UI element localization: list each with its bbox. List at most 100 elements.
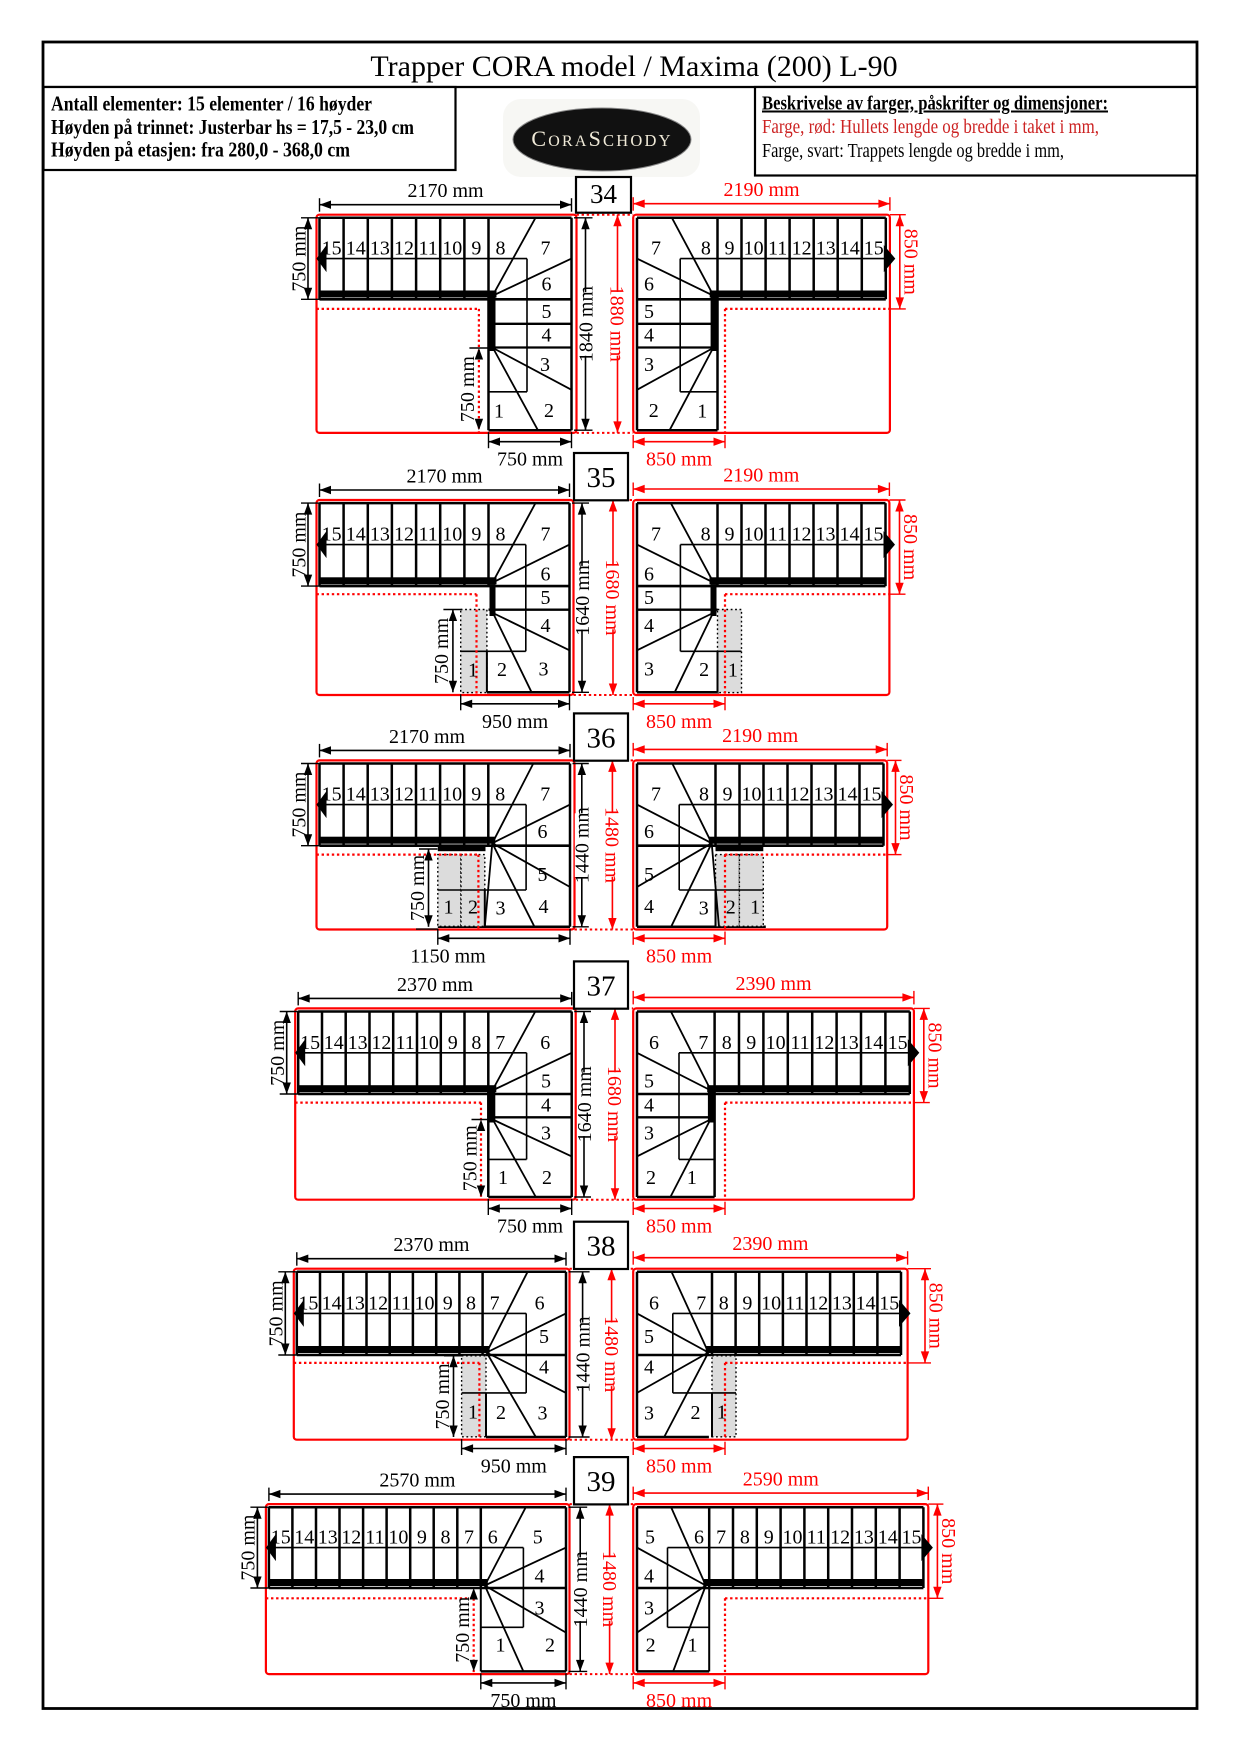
- svg-text:7: 7: [541, 524, 551, 546]
- svg-text:14: 14: [878, 1527, 898, 1549]
- svg-text:8: 8: [466, 1292, 476, 1314]
- svg-text:15: 15: [322, 784, 342, 806]
- svg-text:750 mm: 750 mm: [288, 771, 310, 838]
- svg-text:3: 3: [496, 898, 506, 920]
- svg-text:8: 8: [496, 238, 506, 260]
- svg-text:8: 8: [740, 1527, 750, 1549]
- svg-text:15: 15: [271, 1527, 291, 1549]
- svg-text:750 mm: 750 mm: [459, 1125, 481, 1192]
- svg-text:2: 2: [468, 897, 478, 919]
- svg-text:6: 6: [541, 564, 551, 586]
- svg-text:6: 6: [649, 1032, 659, 1054]
- svg-text:4: 4: [539, 1357, 549, 1379]
- svg-text:12: 12: [371, 1032, 391, 1054]
- svg-text:4: 4: [644, 1566, 654, 1588]
- svg-text:5: 5: [645, 1527, 655, 1549]
- svg-text:850 mm: 850 mm: [895, 774, 917, 841]
- svg-text:3: 3: [539, 659, 549, 681]
- svg-text:13: 13: [318, 1527, 338, 1549]
- svg-text:12: 12: [792, 524, 812, 546]
- svg-text:13: 13: [816, 238, 836, 260]
- svg-text:34: 34: [590, 179, 618, 209]
- svg-text:850 mm: 850 mm: [646, 449, 713, 471]
- svg-text:850 mm: 850 mm: [925, 1283, 947, 1350]
- svg-text:10: 10: [442, 238, 462, 260]
- svg-text:750 mm: 750 mm: [452, 1596, 474, 1663]
- svg-text:3: 3: [699, 898, 709, 920]
- svg-text:11: 11: [768, 524, 787, 546]
- svg-text:15: 15: [862, 784, 882, 806]
- svg-text:3: 3: [644, 1123, 654, 1145]
- svg-text:1480 mm: 1480 mm: [600, 1316, 622, 1393]
- svg-text:6: 6: [694, 1527, 704, 1549]
- svg-text:750 mm: 750 mm: [490, 1690, 557, 1712]
- svg-text:6: 6: [488, 1527, 498, 1549]
- svg-text:2: 2: [646, 1635, 656, 1657]
- svg-text:7: 7: [490, 1292, 500, 1314]
- svg-text:3: 3: [541, 1123, 551, 1145]
- svg-text:5: 5: [644, 1326, 654, 1348]
- svg-text:750 mm: 750 mm: [238, 1514, 260, 1581]
- svg-text:1840 mm: 1840 mm: [575, 286, 597, 363]
- svg-text:1640 mm: 1640 mm: [574, 1066, 596, 1143]
- svg-text:850 mm: 850 mm: [646, 1456, 713, 1478]
- svg-text:2170 mm: 2170 mm: [406, 466, 483, 488]
- svg-text:5: 5: [539, 1326, 549, 1348]
- svg-text:35: 35: [587, 462, 616, 494]
- svg-text:12: 12: [830, 1527, 850, 1549]
- svg-text:11: 11: [785, 1292, 804, 1314]
- svg-text:CORASCHODY: CORASCHODY: [531, 126, 672, 151]
- svg-text:12: 12: [792, 238, 812, 260]
- svg-text:15: 15: [864, 524, 884, 546]
- svg-text:4: 4: [542, 325, 552, 347]
- svg-text:11: 11: [766, 784, 785, 806]
- svg-text:Beskrivelse av farger, påskrif: Beskrivelse av farger, påskrifter og dim…: [762, 93, 1108, 115]
- svg-text:4: 4: [644, 1357, 654, 1379]
- svg-text:1: 1: [688, 1635, 698, 1657]
- svg-text:9: 9: [725, 238, 735, 260]
- svg-text:3: 3: [538, 1403, 548, 1425]
- svg-text:38: 38: [587, 1231, 616, 1263]
- svg-text:12: 12: [394, 238, 414, 260]
- svg-text:750 mm: 750 mm: [497, 1216, 564, 1238]
- svg-text:7: 7: [716, 1527, 726, 1549]
- svg-text:2: 2: [691, 1402, 701, 1424]
- svg-text:1: 1: [444, 897, 454, 919]
- svg-text:13: 13: [345, 1292, 365, 1314]
- svg-text:9: 9: [764, 1527, 774, 1549]
- svg-text:1: 1: [498, 1167, 508, 1189]
- svg-text:8: 8: [441, 1527, 451, 1549]
- svg-text:12: 12: [341, 1527, 361, 1549]
- svg-text:9: 9: [723, 784, 733, 806]
- svg-text:1680 mm: 1680 mm: [601, 559, 623, 636]
- svg-text:14: 14: [840, 238, 860, 260]
- svg-text:13: 13: [832, 1292, 852, 1314]
- svg-text:13: 13: [814, 784, 834, 806]
- svg-text:2190 mm: 2190 mm: [722, 725, 799, 747]
- svg-text:10: 10: [415, 1292, 435, 1314]
- svg-text:Høyden på etasjen: fra 280,0 -: Høyden på etasjen: fra 280,0 - 368,0 cm: [51, 138, 350, 162]
- svg-text:14: 14: [863, 1032, 883, 1054]
- svg-text:13: 13: [348, 1032, 368, 1054]
- svg-text:4: 4: [644, 325, 654, 347]
- svg-text:15: 15: [864, 238, 884, 260]
- svg-text:3: 3: [644, 659, 654, 681]
- svg-text:15: 15: [902, 1527, 922, 1549]
- svg-text:2570 mm: 2570 mm: [379, 1470, 456, 1492]
- svg-text:10: 10: [388, 1527, 408, 1549]
- svg-text:2: 2: [544, 400, 554, 422]
- svg-text:Farge, rød: Hullets lengde og: Farge, rød: Hullets lengde og bredde i t…: [762, 116, 1099, 138]
- svg-text:6: 6: [540, 1032, 550, 1054]
- svg-text:12: 12: [808, 1292, 828, 1314]
- svg-text:6: 6: [644, 274, 654, 296]
- svg-text:5: 5: [644, 587, 654, 609]
- svg-text:1: 1: [717, 1402, 727, 1424]
- svg-text:850 mm: 850 mm: [899, 514, 921, 581]
- svg-text:750 mm: 750 mm: [431, 617, 453, 684]
- svg-text:8: 8: [701, 238, 711, 260]
- svg-text:14: 14: [840, 524, 860, 546]
- svg-text:750 mm: 750 mm: [497, 449, 564, 471]
- svg-text:1150 mm: 1150 mm: [410, 945, 486, 967]
- svg-text:1: 1: [468, 660, 478, 682]
- svg-text:2: 2: [649, 400, 659, 422]
